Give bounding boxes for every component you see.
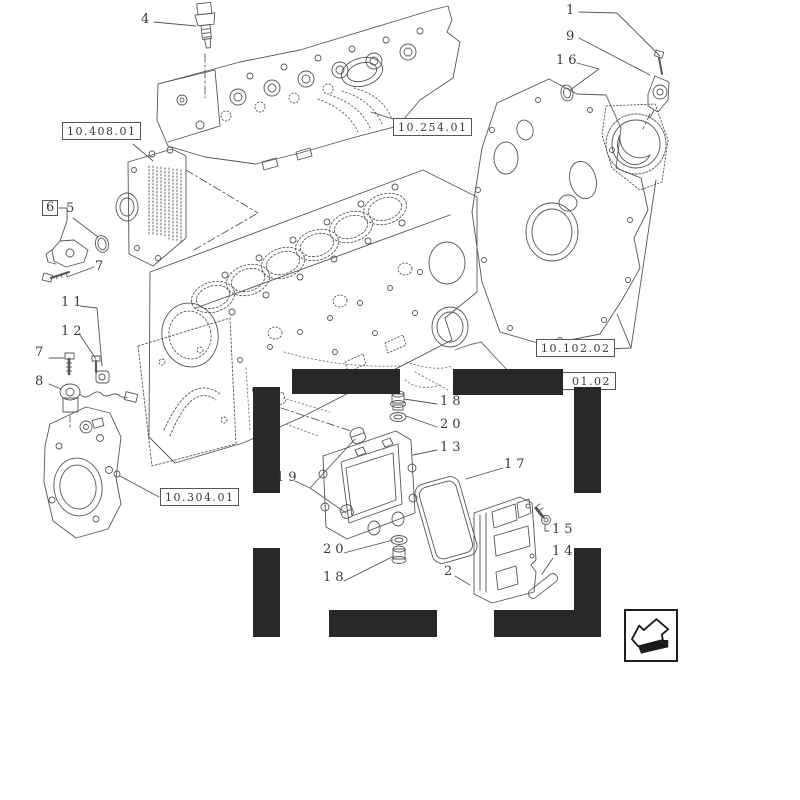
speed-sensor-drawing [59, 352, 139, 430]
callout-13: 13 [440, 440, 465, 455]
callout-7b: 7 [35, 345, 48, 360]
callout-14: 14 [552, 544, 577, 559]
callout-2: 2 [444, 564, 457, 579]
continuation-arrow-icon [624, 609, 678, 662]
ref-box-intake-manifold[interactable]: 10.254.01 [393, 118, 473, 136]
highlight-frame-left-lower [253, 548, 280, 637]
coolant-sensor-drawing [41, 235, 110, 283]
engine-block-drawing [137, 169, 478, 467]
callout-6: 6 [42, 200, 59, 216]
ref-box-front-cover[interactable]: 10.102.02 [536, 339, 616, 357]
highlight-frame-left-upper [253, 387, 280, 493]
callout-17: 17 [504, 457, 529, 472]
ref-box-partial[interactable]: 01.02 [548, 372, 616, 390]
background-fragments [245, 341, 483, 437]
ecu-group-drawing [318, 390, 559, 604]
callout-1: 1 [566, 3, 579, 18]
callout-4: 4 [141, 12, 154, 27]
highlight-frame-bottom-right [494, 610, 601, 637]
highlight-frame-top-right [453, 369, 563, 395]
callout-5: 5 [66, 201, 79, 216]
oil-pump-cover-drawing [43, 406, 122, 539]
callout-18a: 18 [440, 394, 465, 409]
cylinder-head-drawing [156, 5, 461, 171]
callout-7a: 7 [95, 259, 108, 274]
callout-19: 19 [276, 470, 301, 485]
callout-8: 8 [35, 374, 48, 389]
callout-11: 11 [61, 295, 86, 310]
callout-9: 9 [566, 29, 579, 44]
ref-box-oil-pump-cover[interactable]: 10.304.01 [160, 488, 240, 506]
callout-12: 12 [61, 324, 86, 339]
highlight-frame-top-left [292, 369, 400, 394]
highlight-frame-right-upper [574, 387, 601, 493]
callout-16: 16 [556, 53, 581, 68]
front-cover-drawing [471, 49, 670, 346]
leader-lines [48, 11, 661, 586]
temperature-sensor-drawing [194, 1, 216, 49]
callout-15: 15 [552, 522, 577, 537]
highlight-frame-bottom-left [329, 610, 437, 637]
ref-box-heat-exchanger[interactable]: 10.408.01 [62, 122, 142, 140]
callout-18b: 18 [323, 570, 348, 585]
heat-exchanger-drawing [115, 146, 187, 267]
callout-20a: 20 [440, 417, 465, 432]
callout-20b: 20 [323, 542, 348, 557]
